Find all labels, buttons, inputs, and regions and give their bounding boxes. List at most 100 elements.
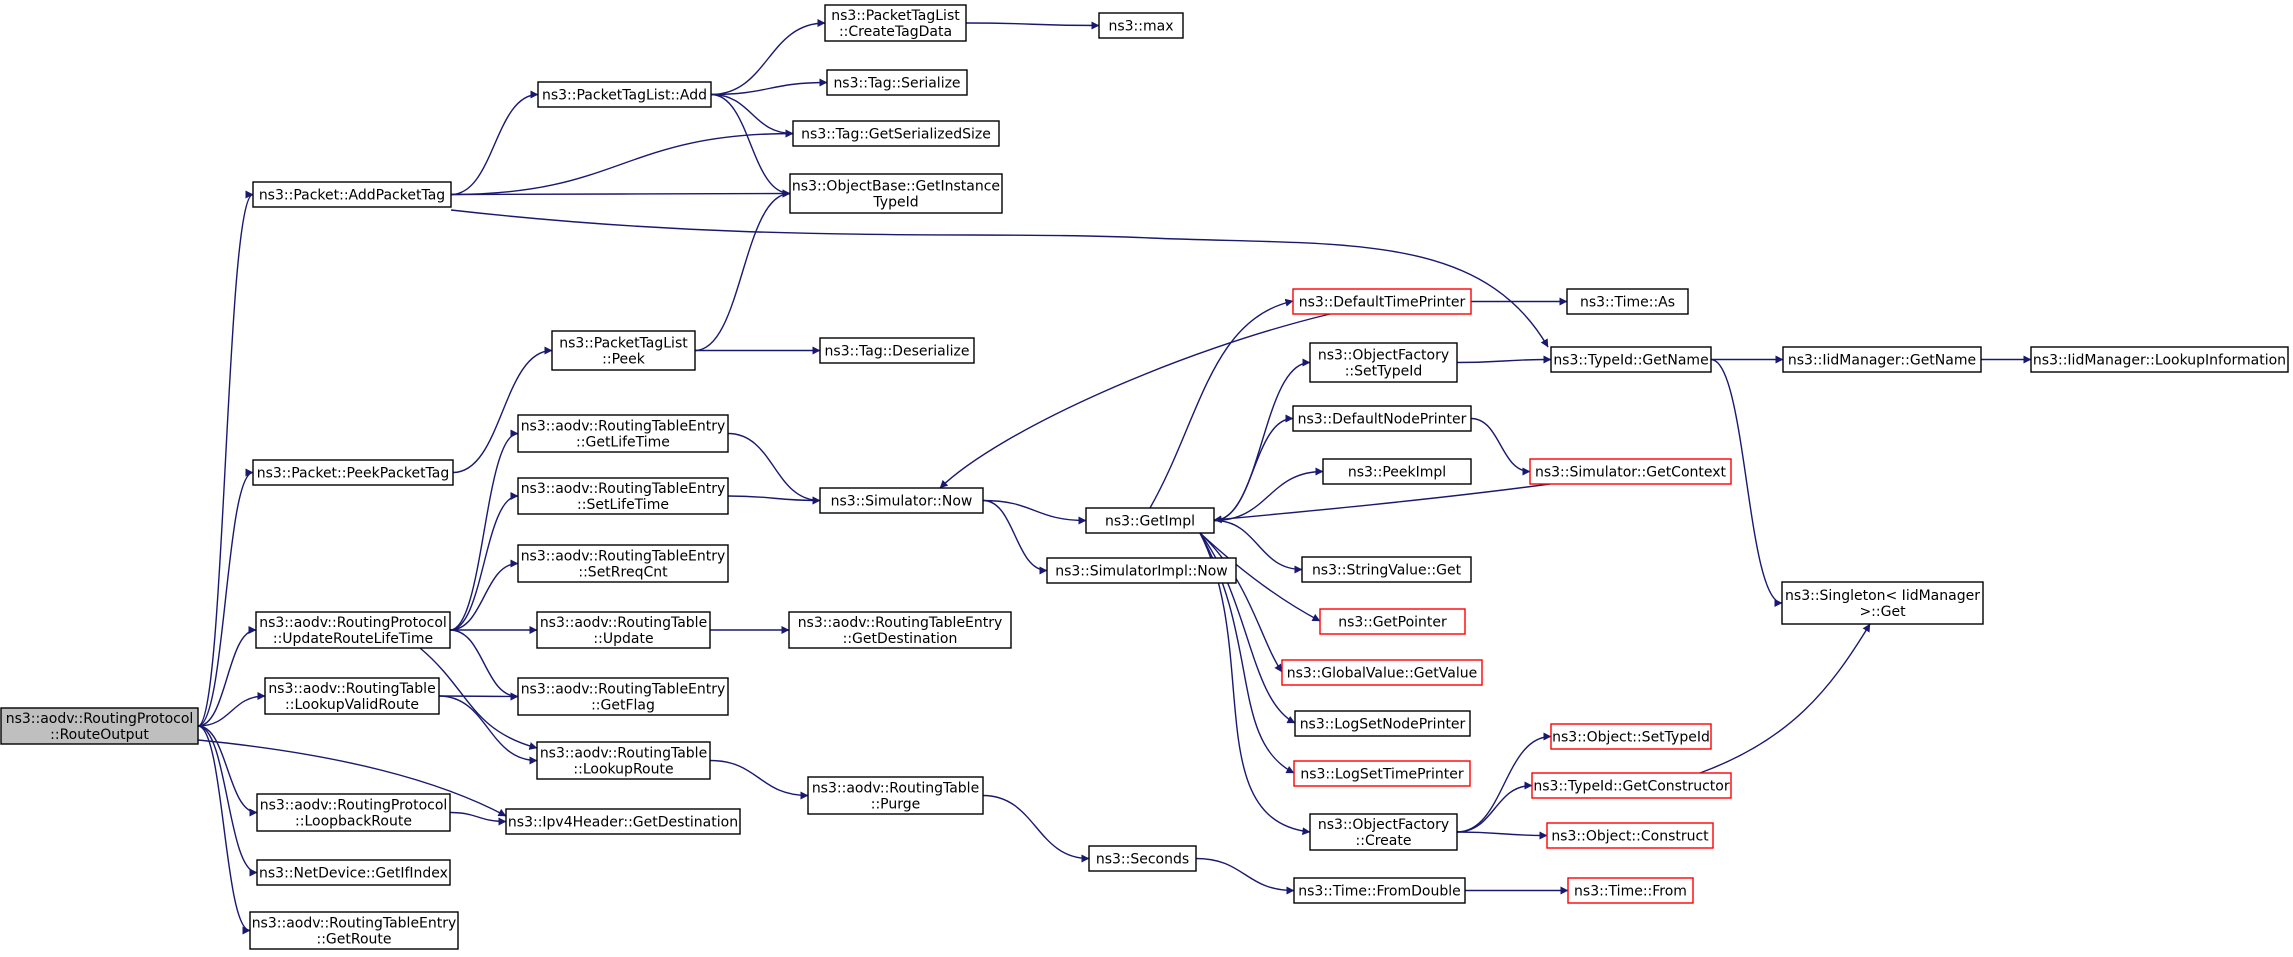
node-label: ::LookupRoute [573,762,673,778]
graph-node[interactable]: ns3::aodv::RoutingTableEntry::GetLifeTim… [517,414,729,453]
graph-node[interactable]: ns3::aodv::RoutingTableEntry::GetDestina… [788,611,1012,649]
node-label: ::GetDestination [843,631,958,647]
graph-node[interactable]: ns3::NetDevice::GetIfIndex [256,859,451,886]
node-label: ns3::aodv::RoutingProtocol [6,711,194,727]
graph-node[interactable]: ns3::TypeId::GetName [1550,346,1712,373]
edge-n18-n25 [1213,519,1303,574]
graph-node[interactable]: ns3::StringValue::Get [1301,556,1472,583]
node-label: ns3::Object::Construct [1551,829,1709,845]
node-box [1301,556,1472,583]
graph-node[interactable]: ns3::aodv::RoutingTableEntry::GetRoute [249,911,459,950]
edge-n30-n33 [1456,831,1548,840]
node-label: ::CreateTagData [839,24,952,40]
node-label: ns3::TypeId::GetConstructor [1533,779,1729,795]
graph-node[interactable]: ns3::aodv::RoutingTable::LookupRoute [536,741,711,780]
node-label: ns3::Time::As [1580,295,1675,311]
graph-node[interactable]: ns3::aodv::RoutingTable::Update [536,611,711,649]
graph-node[interactable]: ns3::aodv::RoutingProtocol::LoopbackRout… [256,793,451,832]
graph-node[interactable]: ns3::GetImpl [1085,507,1215,534]
graph-node[interactable]: ns3::DefaultNodePrinter [1292,405,1472,432]
edge-n1-n2 [450,90,539,196]
edge-n0-n45 [197,692,266,727]
graph-node[interactable]: ns3::PacketTagList::Add [537,81,712,108]
graph-node[interactable]: ns3::ObjectFactory::Create [1309,813,1458,851]
graph-node[interactable]: ns3::Tag::Deserialize [819,337,975,364]
graph-node[interactable]: ns3::TypeId::GetConstructor [1531,772,1732,799]
node-label: ::SetLifeTime [577,497,669,513]
graph-node[interactable]: ns3::Time::From [1567,877,1694,904]
edge-n30-n32 [1456,781,1533,833]
node-label: ::Create [1356,833,1412,849]
node-box [1782,346,1982,373]
node-box [1293,760,1471,787]
node-label: ns3::Packet::AddPacketTag [259,188,445,204]
graph-node[interactable]: ns3::aodv::RoutingProtocol::UpdateRouteL… [255,611,451,649]
node-label: ns3::Tag::GetSerializedSize [801,127,991,143]
graph-node[interactable]: ns3::ObjectFactory::SetTypeId [1309,342,1458,383]
node-box [1550,723,1712,750]
graph-node[interactable]: ns3::GetPointer [1319,608,1466,635]
node-label: ns3::SimulatorImpl::Now [1055,564,1228,580]
edge-n12-n13 [452,346,553,474]
graph-node[interactable]: ns3::Time::FromDouble [1293,877,1466,904]
node-label: ns3::PeekImpl [1348,465,1446,481]
node-label: ns3::aodv::RoutingTableEntry [252,916,457,932]
graph-node[interactable]: ns3::IidManager::LookupInformation [2030,346,2289,373]
edge-n18-n19 [1149,298,1294,509]
graph-node[interactable]: ns3::PacketTagList::Peek [551,330,696,371]
edge-n2-n7 [710,93,791,198]
node-box [1566,288,1689,315]
node-label: ns3::aodv::RoutingTableEntry [521,682,726,698]
graph-node[interactable]: ns3::Time::As [1566,288,1689,315]
node-label: ns3::Ipv4Header::GetDestination [508,815,738,831]
graph-node[interactable]: ns3::LogSetNodePrinter [1294,710,1471,737]
graph-node[interactable]: ns3::Singleton< IidManager >::Get [1781,581,1984,625]
graph-node[interactable]: ns3::Ipv4Header::GetDestination [505,808,741,835]
graph-node[interactable]: ns3::Simulator::GetContext [1529,458,1732,485]
edge-n18-n26 [1199,532,1321,622]
node-box [252,181,452,208]
graph-node[interactable]: ns3::Object::Construct [1546,822,1714,849]
edge-n21-n8 [1456,355,1552,364]
edge-n3-n4 [965,21,1100,30]
graph-node[interactable]: ns3::aodv::RoutingTable::LookupValidRout… [264,677,440,715]
graph-node[interactable]: ns3::DefaultTimePrinter [1292,288,1472,315]
graph-node[interactable]: ns3::Packet::AddPacketTag [252,181,452,208]
graph-node[interactable]: ns3::aodv::RoutingTableEntry::SetRreqCnt [517,544,729,583]
node-box [537,81,712,108]
edge-n30-n31 [1456,732,1552,833]
node-box [1781,581,1984,625]
node-box [807,776,984,815]
node-label: ::LookupValidRoute [285,697,419,713]
graph-node[interactable]: ns3::aodv::RoutingTableEntry::GetFlag [517,677,729,716]
edge-n2-n6 [710,93,794,138]
graph-node[interactable]: ns3::Packet::PeekPacketTag [252,459,454,486]
graph-node[interactable]: ns3::LogSetTimePrinter [1293,760,1471,787]
edge-n42-n43 [1195,857,1295,895]
graph-node[interactable]: ns3::Tag::GetSerializedSize [792,120,1000,147]
graph-node[interactable]: ns3::Seconds [1088,845,1197,872]
edge-n13-n7 [694,189,791,352]
graph-node[interactable]: ns3::max [1098,12,1184,39]
graph-node[interactable]: ns3::PeekImpl [1322,458,1472,485]
node-box [1085,507,1215,534]
node-label: ::SetTypeId [1345,364,1423,380]
node-label: ::GetRoute [316,932,391,948]
node-box [517,477,729,515]
graph-node[interactable]: ns3::IidManager::GetName [1782,346,1982,373]
graph-node[interactable]: ns3::aodv::RoutingTableEntry::SetLifeTim… [517,477,729,515]
edge-n1-n7 [450,189,791,198]
graph-node[interactable]: ns3::Simulator::Now [819,487,984,514]
graph-node[interactable]: ns3::PacketTagList::CreateTagData [824,4,967,42]
edge-n15-n40 [419,647,538,750]
graph-node[interactable]: ns3::aodv::RoutingTable::Purge [807,776,984,815]
graph-node[interactable]: ns3::Object::SetTypeId [1550,723,1712,750]
root-node[interactable]: ns3::aodv::RoutingProtocol::RouteOutput [0,707,199,745]
graph-node[interactable]: ns3::Tag::Serialize [826,69,968,96]
graph-node[interactable]: ns3::GlobalValue::GetValue [1281,659,1483,686]
node-label: ns3::ObjectFactory [1318,817,1449,833]
graph-node[interactable]: ns3::SimulatorImpl::Now [1046,557,1237,584]
edge-n0-n12 [197,468,254,727]
edge-n45-n40 [438,695,538,765]
